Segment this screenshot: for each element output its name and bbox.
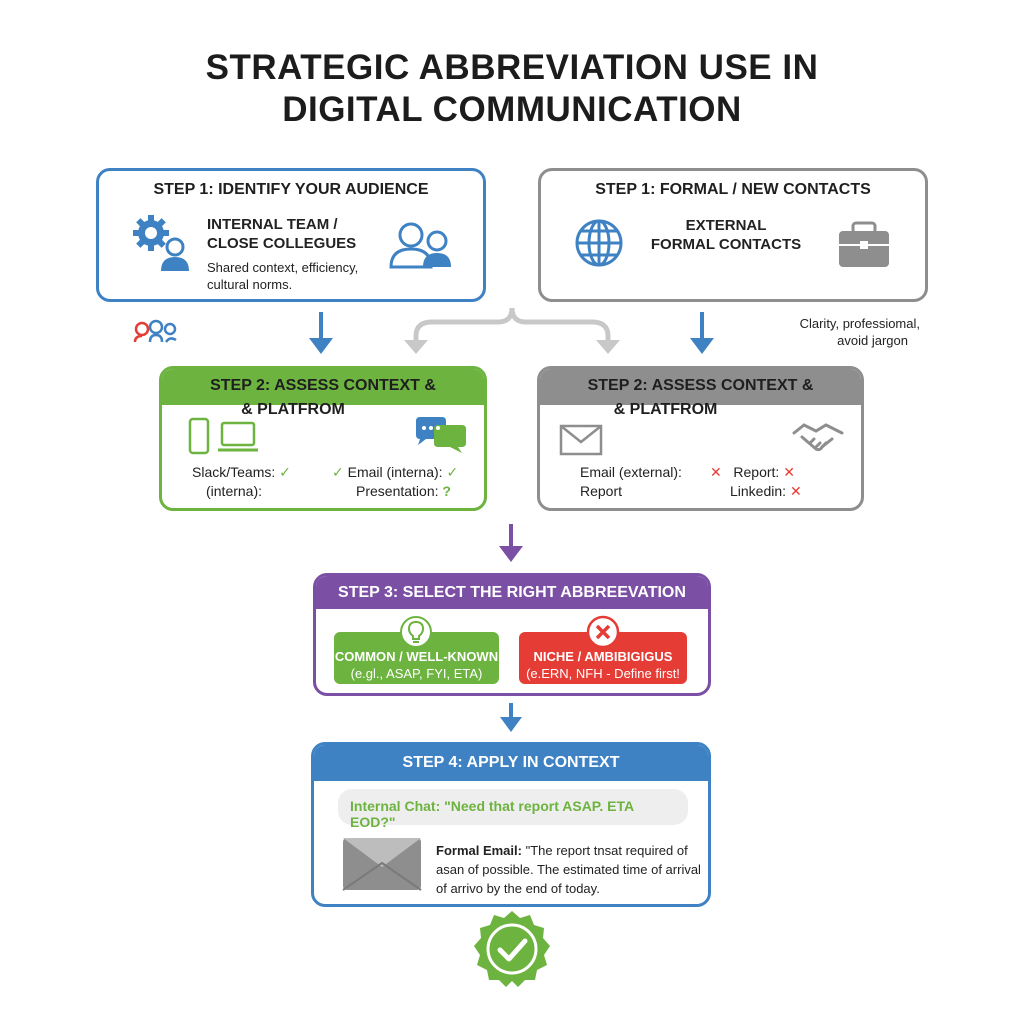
question-icon: ? [442,483,451,499]
step4-apply-box: STEP 4: APPLY IN CONTEXT Internal Chat: … [311,742,711,907]
envelope-icon [559,424,603,456]
formal-email-line-3: of arrivo by the end of today. [436,881,600,896]
chat-bubbles-icon [416,417,466,453]
formal-email-line-1: Formal Email: "The report tnsat required… [436,843,688,858]
internal-chat-bubble: Internal Chat: "Need that report ASAP. E… [338,789,688,830]
check-icon: ✓ [279,464,291,480]
step2-right-header-line-1: STEP 2: ASSESS CONTEXT & [587,377,814,394]
approved-badge-icon [474,911,550,987]
page-title-line-1: STRATEGIC ABBREVIATION USE IN [205,48,819,87]
step4-header: STEP 4: APPLY IN CONTEXT [402,754,620,771]
step1-left-header: STEP 1: IDENTIFY YOUR AUDIENCE [153,181,429,198]
step2-left-item3: Presentation: ? [356,483,451,499]
step2-left-item1-line-1: Slack/Teams: ✓ [192,464,291,480]
cancel-icon [586,615,620,649]
step1-right-header: STEP 1: FORMAL / NEW CONTACTS [595,181,871,198]
page-title-line-2: DIGITAL COMMUNICATION [282,90,742,129]
team-people-icon [389,222,451,269]
step2-internal-box: STEP 2: ASSESS CONTEXT & & PLATFROM Slac… [159,366,487,511]
briefcase-icon [839,221,889,267]
common-card-line-1: COMMON / WELL-KNOWN [334,649,499,664]
step2-right-header-line-2: & PLATFROM [613,401,718,418]
step1-right-note-line-2: avoid jargon [837,333,908,348]
cross-icon: ✕ [783,464,795,480]
cross-icon: ✕ [789,483,802,499]
email-envelope-icon [342,838,422,891]
step2-right-header-band [540,369,861,405]
step2-right-item4: Linkedin: ✕ [730,483,802,499]
people-doodle-icon [133,319,177,343]
formal-email-line-2: asan of possible. The estimated time of … [436,862,701,877]
step2-left-header-line-2: & PLATFROM [241,401,345,418]
step1-formal-box: STEP 1: FORMAL / NEW CONTACTS EXTERNAL F… [538,168,928,302]
step2-right-item2: Report [580,483,623,499]
globe-icon [575,219,623,267]
step2-right-item1: Email (external): [580,464,682,480]
handshake-icon [792,423,844,452]
check-icon: ✓ [446,464,459,480]
common-card-line-2: (e.gl., ASAP, FYI, ETA) [350,666,483,681]
step3-header-band [316,576,708,609]
step1-left-desc-line-2: cultural norms. [207,277,293,292]
lightbulb-icon [400,616,432,648]
step1-audience-box: STEP 1: IDENTIFY YOUR AUDIENCE INTERNAL … [96,168,486,302]
check-icon: ✓ [332,464,344,480]
cross-icon: ✕ [710,464,722,480]
gear-person-icon [133,215,189,271]
step1-right-note-line-1: Clarity, professiomal, [799,316,920,331]
phone-laptop-icon [188,417,258,455]
step2-left-item1-line-2: (interna): [206,483,263,499]
step3-header: STEP 3: SELECT THE RIGHT ABBREEVATION [338,584,686,601]
step4-header-band [314,745,708,781]
step1-left-desc-line-1: Shared context, efficiency, [207,260,359,275]
step1-right-audience-line-1: EXTERNAL [685,217,767,234]
step2-left-item2: ✓ Email (interna): ✓ [332,464,459,480]
step1-right-audience-line-2: FORMAL CONTACTS [650,236,802,253]
niche-card-line-2: (e.ERN, NFH - Define first! [526,666,680,681]
niche-card-line-1: NICHE / AMBIBIGIGUS [533,649,673,664]
step2-left-header-line-1: STEP 2: ASSESS CONTEXT & [210,377,436,394]
step1-left-audience-line-2: CLOSE COLLEGUES [207,235,357,252]
step2-external-box: STEP 2: ASSESS CONTEXT & & PLATFROM Emai… [537,366,864,511]
step3-select-box: STEP 3: SELECT THE RIGHT ABBREEVATION CO… [313,573,711,696]
step2-left-header-band [162,369,484,405]
step1-left-audience-line-1: INTERNAL TEAM / [207,216,338,233]
step2-right-item3: ✕ Report: ✕ [710,464,795,480]
